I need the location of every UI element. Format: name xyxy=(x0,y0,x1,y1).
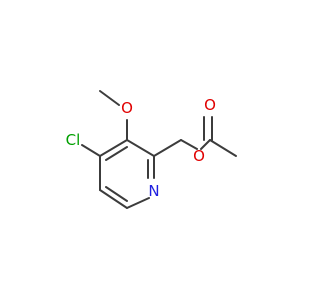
bond-o-ester-carbonyl xyxy=(200,139,211,150)
bond-carbonyl-methyl xyxy=(209,139,237,157)
bond-c2-ch2 xyxy=(153,139,182,157)
bond-c6-c5 xyxy=(99,189,128,209)
atom-nitrogen-ring: N xyxy=(148,182,159,200)
bond-c3-c2 xyxy=(126,139,155,157)
bond-c6-c5-double xyxy=(105,186,128,202)
bond-o-methyl xyxy=(99,90,120,106)
atom-oxygen-methoxy: O xyxy=(121,99,133,117)
bond-c4-c3 xyxy=(99,139,128,157)
atom-chlorine: Cl xyxy=(66,131,81,149)
bond-ch2-o-ester xyxy=(180,139,198,150)
atom-oxygen-carbonyl: O xyxy=(204,96,216,114)
bond-c4-c3-double xyxy=(105,146,128,161)
bond-c4-cl xyxy=(81,144,101,157)
structure-diagram: Cl O N O O xyxy=(66,90,237,209)
bond-n-c6 xyxy=(126,197,150,209)
atom-oxygen-ester: O xyxy=(193,147,205,165)
